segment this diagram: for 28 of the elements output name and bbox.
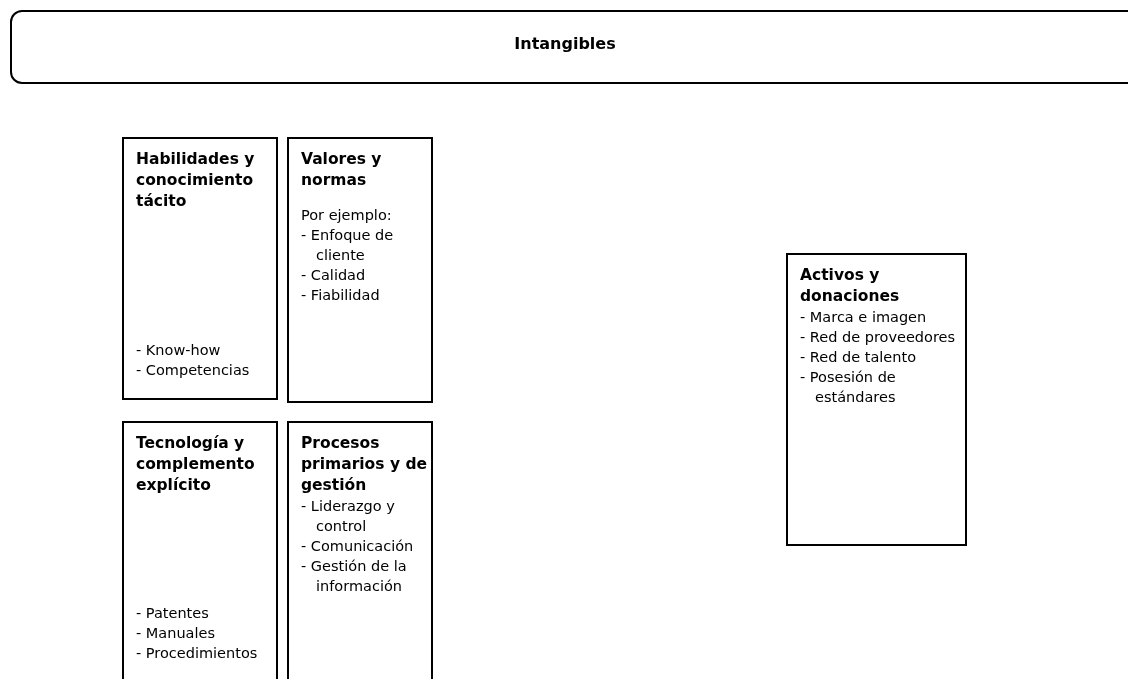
title-banner [10, 10, 1128, 84]
category-box [287, 137, 433, 403]
list-item: - Red de talento [800, 348, 917, 367]
list-item: - Marca e imagen [800, 308, 928, 327]
list-item: - Manuales [136, 624, 216, 643]
category-box [287, 421, 433, 679]
list-item: - Procedimientos [136, 644, 259, 663]
category-box [786, 253, 967, 546]
category-box [122, 137, 278, 400]
list-item: - Calidad [301, 266, 367, 285]
list-item: - Gestión de la información [301, 557, 408, 596]
box-heading: Tecnología y complemento explícito [136, 433, 256, 496]
list-item: - Comunicación [301, 537, 415, 556]
list-item: - Know-how [136, 341, 222, 360]
box-heading: Activos y donaciones [800, 265, 901, 307]
list-item: - Posesión de estándares [800, 368, 897, 407]
list-item: - Competencias [136, 361, 251, 380]
list-item: - Red de proveedores [800, 328, 957, 347]
box-heading: Habilidades y conocimiento tácito [136, 149, 256, 212]
box-heading: Valores y normas [301, 149, 383, 191]
banner-title: Intangibles [513, 33, 617, 55]
box-heading: Procesos primarios y de gestión [301, 433, 427, 496]
list-item: - Enfoque de cliente [301, 226, 395, 265]
category-box [122, 421, 278, 679]
list-item: Por ejemplo: [301, 206, 393, 225]
list-item: - Patentes [136, 604, 210, 623]
list-item: - Liderazgo y control [301, 497, 396, 536]
list-item: - Fiabilidad [301, 286, 381, 305]
